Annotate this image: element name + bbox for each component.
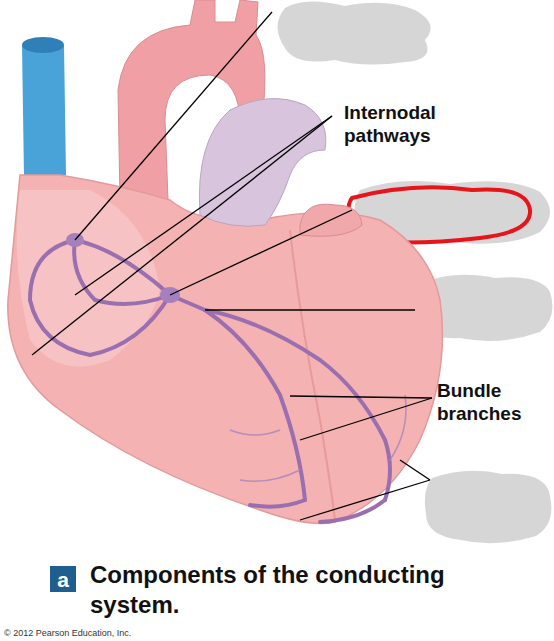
heart-body xyxy=(8,175,443,524)
leader-lines xyxy=(32,12,432,520)
part-label: Internodal pathways xyxy=(344,102,479,148)
figure-badge: a xyxy=(50,566,76,592)
figure-caption: Components of the conducting system. xyxy=(90,560,520,620)
vena-cava xyxy=(22,45,66,178)
part-label: Bundle branches xyxy=(437,380,552,426)
badge-letter: a xyxy=(57,569,69,590)
conducting-pathways xyxy=(30,240,390,522)
copyright-note: © 2012 Pearson Education, Inc. xyxy=(4,628,131,639)
